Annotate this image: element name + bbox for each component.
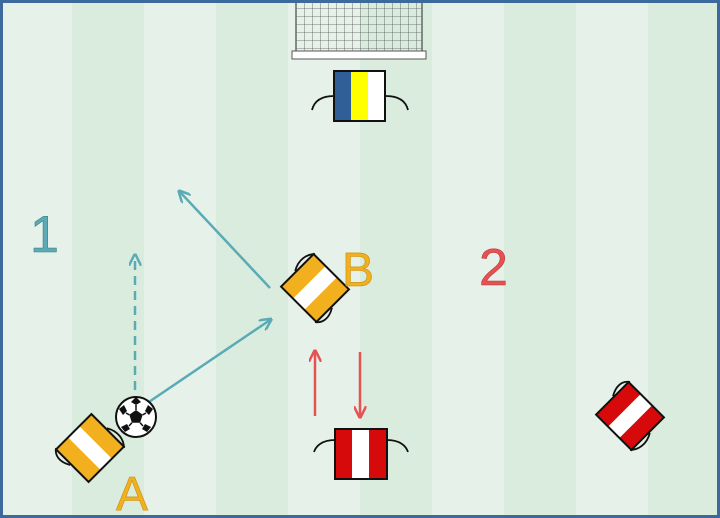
player-orange-icon	[54, 412, 126, 484]
player-red-icon	[594, 380, 666, 452]
player-label-b: B	[342, 244, 374, 297]
player-orange-icon	[279, 252, 351, 324]
zone-label-1: 1	[30, 206, 59, 264]
pass-arrow-a-to-b	[139, 320, 270, 410]
pass-arrow-b-to-space	[180, 192, 271, 289]
player-red-icon	[313, 428, 409, 480]
pass-arrows	[135, 192, 360, 416]
goal-net-icon	[291, 0, 427, 60]
zone-label-2: 2	[479, 239, 508, 297]
soccer-ball-icon	[115, 396, 157, 438]
player-label-a: A	[116, 468, 148, 518]
goalkeeper-icon	[311, 70, 409, 122]
